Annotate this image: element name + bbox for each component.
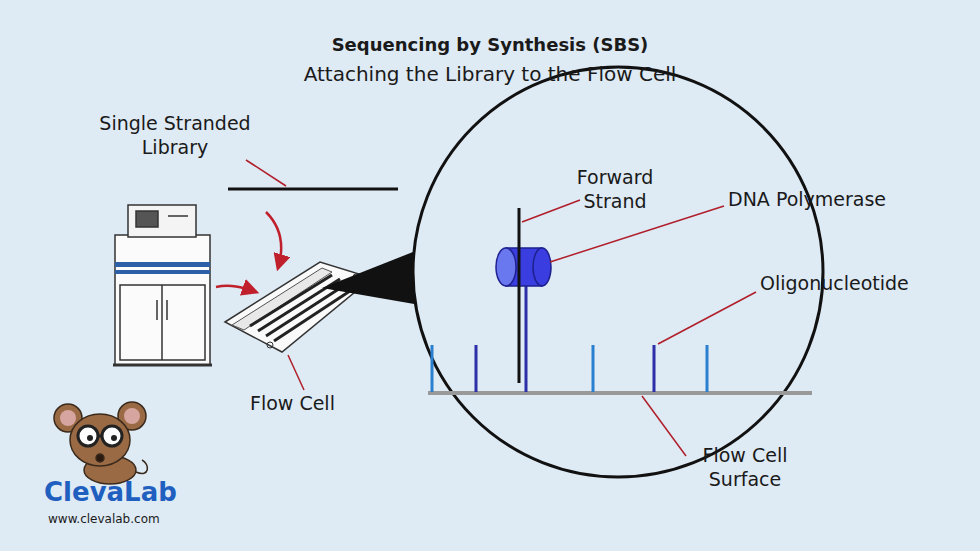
logo-text: ClevaLab bbox=[44, 476, 214, 509]
mouse-logo bbox=[54, 402, 147, 484]
part-label: Forward Strand bbox=[545, 166, 685, 214]
part-label: Oligonucleotide bbox=[760, 272, 970, 296]
title: Sequencing by Synthesis (SBS) bbox=[190, 34, 790, 57]
dna-polymerase bbox=[496, 248, 551, 286]
watermark: www.clevalab.com bbox=[48, 512, 218, 527]
subtitle: Attaching the Library to the Flow Cell bbox=[170, 62, 810, 87]
sequencer bbox=[113, 205, 212, 365]
forward-strand bbox=[518, 208, 521, 383]
part-label: DNA Polymerase bbox=[728, 188, 968, 212]
part-label: Single Stranded Library bbox=[70, 112, 280, 160]
part-label: Flow Cell Surface bbox=[680, 444, 810, 492]
flow-cell-surface bbox=[428, 391, 812, 395]
flow-cell bbox=[225, 262, 372, 352]
leader-lines bbox=[246, 160, 756, 456]
library-strand bbox=[228, 188, 398, 191]
part-label: Flow Cell bbox=[250, 392, 380, 416]
arrow bbox=[266, 212, 281, 268]
arrow bbox=[216, 286, 256, 292]
zoom-wedge bbox=[322, 250, 420, 305]
oligonucleotides bbox=[432, 268, 707, 392]
